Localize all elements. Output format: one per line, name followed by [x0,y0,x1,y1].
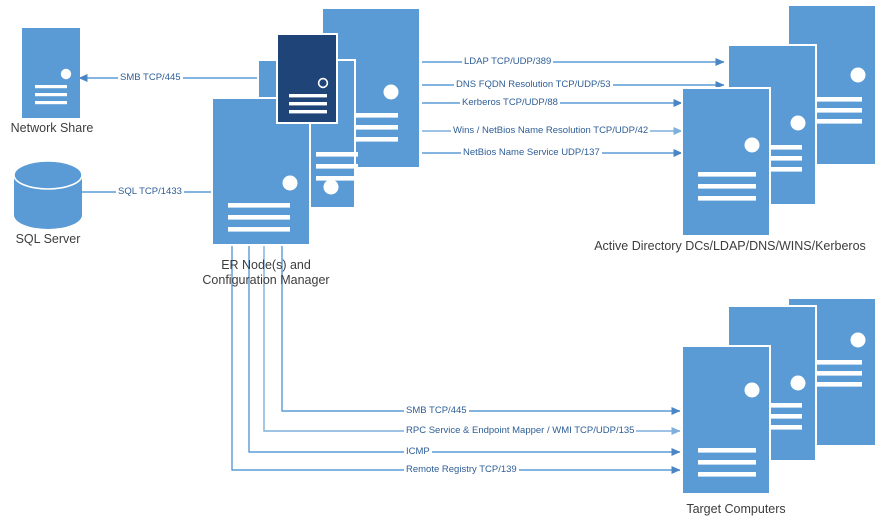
caption-sql-server: SQL Server [15,232,81,246]
connection-label-kerberos-88: Kerberos TCP/UDP/88 [460,97,560,108]
line-smb-445-target [281,245,681,415]
node-target-computers[interactable] [681,297,877,495]
caption-network-share: Network Share [10,121,94,135]
server-icon-front [681,87,771,237]
connection-label-netbios-137: NetBios Name Service UDP/137 [461,147,602,158]
server-icon-slot [35,101,67,105]
database-cylinder-icon-top [13,160,83,190]
connection-label-ldap-389: LDAP TCP/UDP/389 [462,56,554,67]
node-er-node-cluster[interactable] [211,7,421,246]
server-icon-front [681,345,771,495]
connection-label-wins-42: Wins / NetBios Name Resolution TCP/UDP/4… [451,125,651,136]
caption-er-node-line2: Configuration Manager [202,273,330,287]
caption-er-node: ER Node(s) and Configuration Manager [178,258,354,288]
caption-er-node-line1: ER Node(s) and [221,258,311,272]
database-cylinder-icon-body [14,175,82,229]
connection-label-icmp: ICMP [404,446,432,457]
node-active-directory[interactable] [681,4,877,237]
connection-label-dns-53: DNS FQDN Resolution TCP/UDP/53 [454,79,613,90]
connection-label-rpc-wmi-135: RPC Service & Endpoint Mapper / WMI TCP/… [404,425,637,436]
connection-label-smb-445-target: SMB TCP/445 [404,405,469,416]
server-icon-highlight-configuration-manager [276,33,338,124]
line-icmp [248,245,681,456]
server-icon-led [60,68,72,80]
caption-target-computers: Target Computers [686,502,786,516]
server-icon-slot [35,93,67,97]
node-sql-server[interactable] [13,160,83,229]
connection-label-smb-share: SMB TCP/445 [118,72,183,83]
node-network-share[interactable] [22,28,80,118]
caption-active-directory: Active Directory DCs/LDAP/DNS/WINS/Kerbe… [594,239,866,253]
server-icon-middle [727,305,817,462]
line-remote-reg-139 [231,245,681,474]
server-icon-body [22,28,80,118]
server-icon-slot [35,85,67,89]
connection-label-sql-1433: SQL TCP/1433 [116,186,184,197]
connection-label-remote-reg-139: Remote Registry TCP/139 [404,464,519,475]
